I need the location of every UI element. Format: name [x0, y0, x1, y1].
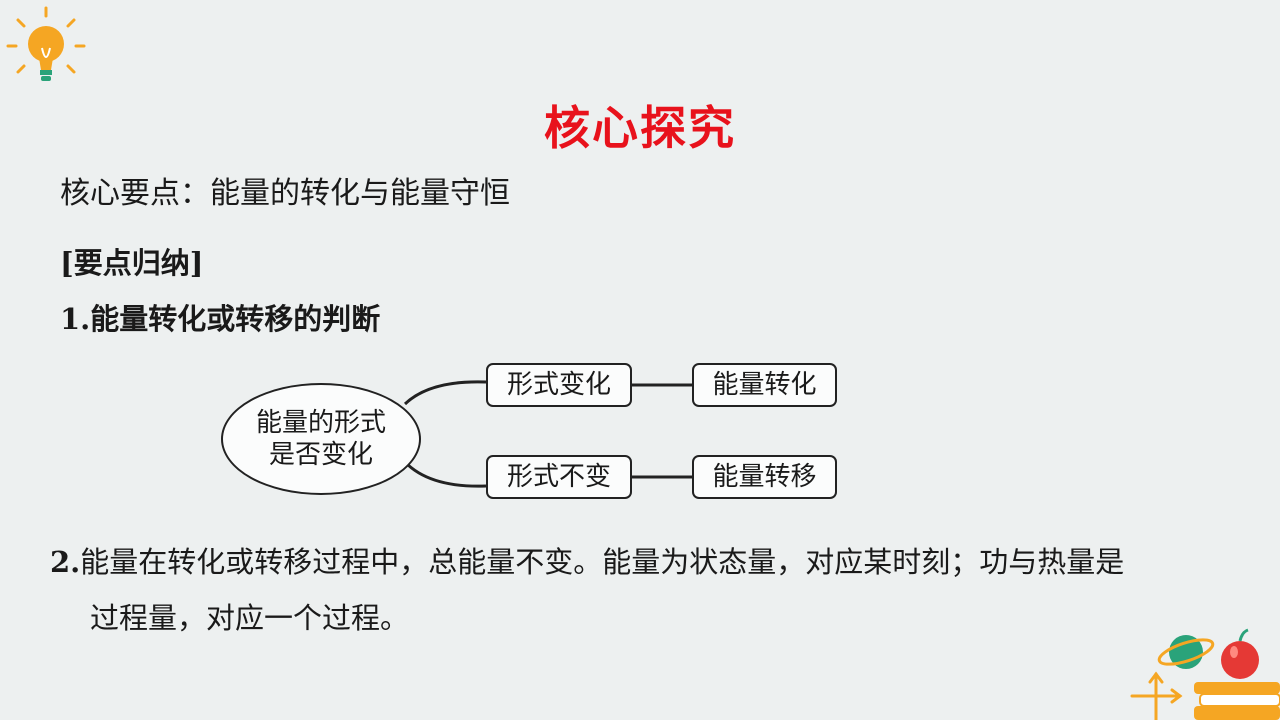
diagram-condition-changed: 形式变化 [486, 363, 632, 407]
point-2-line-1: 能量在转化或转移过程中，总能量不变。能量为状态量，对应某时刻；功与热量是 [80, 545, 1125, 579]
diagram-condition-unchanged: 形式不变 [486, 455, 632, 499]
point-1-heading: 1.能量转化或转移的判断 [60, 302, 381, 336]
science-decoration-icon [1130, 628, 1280, 720]
diagram-root-line-2: 是否变化 [268, 440, 373, 470]
diagram-root-ellipse: 能量的形式 是否变化 [221, 383, 421, 495]
lightbulb-icon [6, 6, 86, 81]
point-2-line-2: 过程量，对应一个过程。 [90, 601, 410, 635]
diagram-root-line-1: 能量的形式 [255, 408, 386, 438]
section-tag: [要点归纳] [60, 246, 204, 280]
page-title: 核心探究 [544, 101, 736, 155]
core-point-subtitle: 核心要点：能量的转化与能量守恒 [60, 176, 510, 211]
point-2-paragraph: 2.能量在转化或转移过程中，总能量不变。能量为状态量，对应某时刻；功与热量是 过… [50, 534, 1260, 646]
diagram-result-transfer: 能量转移 [692, 455, 837, 499]
point-2-number: 2. [50, 545, 81, 579]
diagram-result-conversion: 能量转化 [692, 363, 837, 407]
